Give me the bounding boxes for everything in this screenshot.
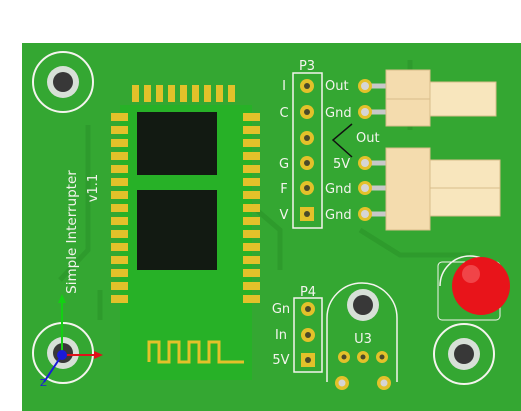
sensor-u3: U3: [326, 282, 398, 390]
p3-ref: P3: [299, 59, 315, 74]
p4-pin-label-3: 5V: [272, 353, 289, 368]
module-top-pins: [132, 85, 235, 102]
connector-top: Out Gnd: [325, 69, 497, 127]
p3-outline: [292, 72, 323, 229]
board-title-line2: v1.1: [86, 174, 101, 202]
svg-text:Z: Z: [40, 378, 47, 389]
module-chip-lower: [137, 190, 217, 270]
header-p4: P4 Gn In 5V: [272, 285, 323, 373]
p3-pin-label-6: V: [280, 208, 289, 223]
connector-middle-label: Out: [356, 131, 380, 146]
connector-top-label-out: Out: [325, 79, 349, 94]
p3-pin-label-1: I: [282, 79, 286, 94]
led: [437, 255, 510, 321]
p3-pads: [300, 79, 314, 221]
module-chip-upper: [137, 112, 217, 175]
connector-middle-marker: Out: [331, 123, 380, 158]
connector-bottom-label-5v: 5V: [333, 157, 350, 172]
mounting-hole-bottom-right: [433, 323, 495, 385]
p4-pin-label-2: In: [275, 328, 287, 343]
bluetooth-module: [111, 85, 260, 380]
module-right-pins: [243, 113, 260, 303]
p4-pin-label-1: Gn: [272, 302, 290, 317]
module-left-pins: [111, 113, 128, 303]
board-title-line1: Simple Interrupter: [64, 170, 80, 294]
xyz-axis-icon: Z: [40, 294, 103, 389]
p3-pin-label-4: G: [279, 157, 289, 172]
connector-bottom-label-gnd-1: Gnd: [325, 182, 352, 197]
connector-top-label-gnd: Gnd: [325, 106, 352, 121]
connector-bottom: 5V Gnd Gnd: [325, 147, 501, 231]
p3-pin-label-5: F: [280, 182, 287, 197]
mounting-hole-top-left: [32, 51, 94, 113]
u3-ref: U3: [354, 332, 372, 347]
p4-outline: [293, 297, 323, 373]
meander-trace-icon: [147, 340, 244, 364]
connector-bottom-label-gnd-2: Gnd: [325, 208, 352, 223]
p3-pin-label-2: C: [279, 106, 288, 121]
board-title: Simple Interrupter v1.1: [64, 170, 101, 294]
header-p3: P3 I C G F V: [279, 59, 323, 229]
p4-ref: P4: [300, 285, 316, 300]
